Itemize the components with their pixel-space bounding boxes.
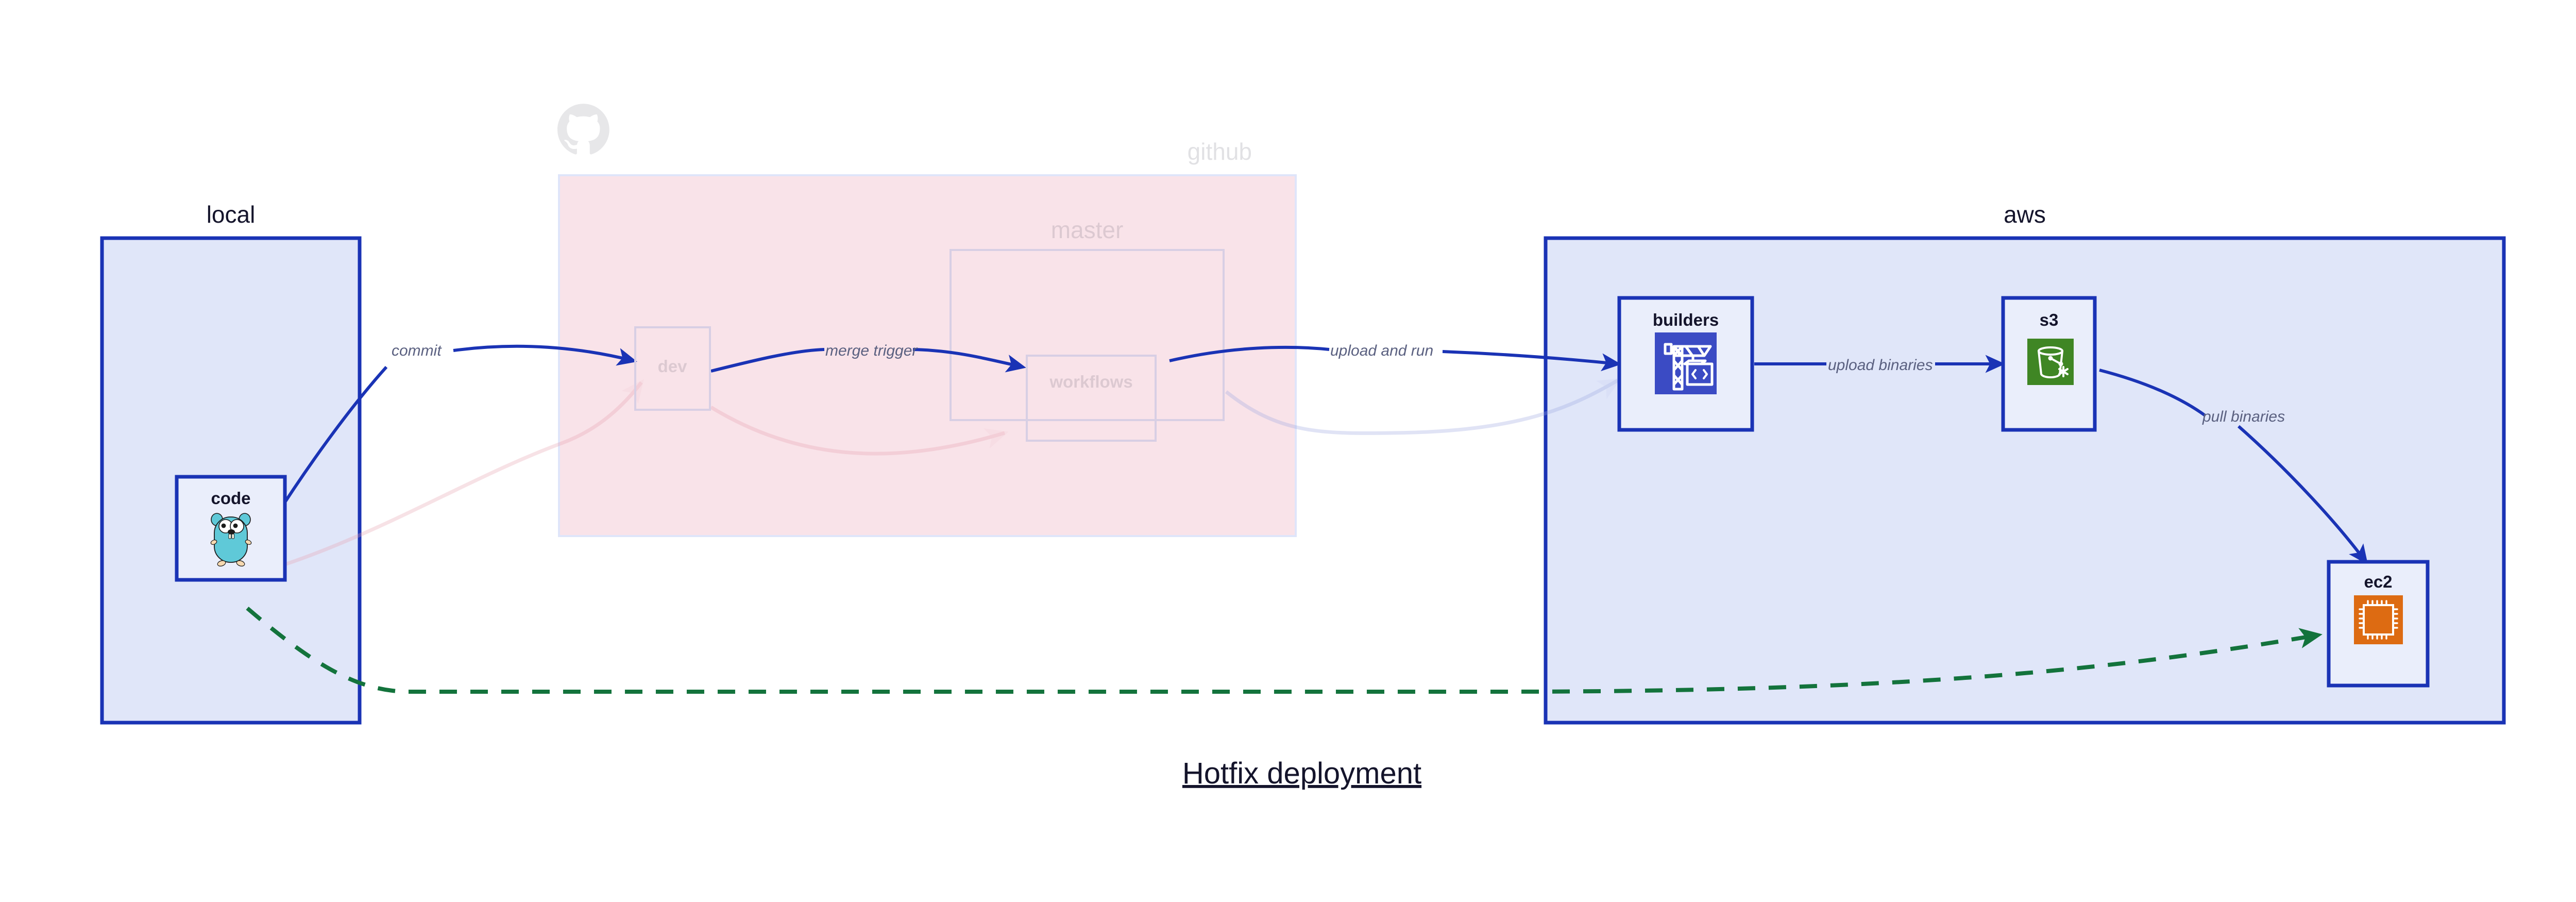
node-builders[interactable]: builders [1617, 296, 1754, 432]
edge-code-dev-path-a [272, 365, 388, 522]
cluster-local-label: local [207, 201, 256, 228]
cluster-github: github [558, 138, 1297, 537]
edge-s3-ec2-path-b [2238, 425, 2368, 565]
cluster-master-label: master [1051, 216, 1124, 243]
cluster-github-box [558, 174, 1297, 537]
edge-workflows-builders-faded [1225, 378, 1622, 435]
edge-dev-workflows-faded [710, 406, 1009, 456]
node-workflows[interactable]: workflows [1026, 355, 1157, 442]
github-octocat-icon [557, 104, 609, 155]
node-s3[interactable]: s3 [2001, 296, 2097, 432]
page-title: Hotfix deployment [1182, 757, 1421, 790]
edge-dev-workflows-path-b [912, 348, 1026, 373]
cluster-aws-label: aws [2004, 201, 2046, 228]
aws-codebuild-crane-icon [1655, 332, 1717, 394]
edge-label-commit: commit [392, 342, 442, 359]
node-dev[interactable]: dev [634, 326, 711, 411]
node-dev-box[interactable] [634, 326, 711, 411]
aws-ec2-cpu-icon [2354, 595, 2403, 644]
node-s3-label: s3 [2040, 310, 2059, 329]
cluster-master-box [950, 249, 1225, 421]
node-ec2[interactable]: ec2 [2327, 560, 2430, 688]
node-code[interactable]: code [175, 475, 287, 582]
node-workflows-label: workflows [1049, 372, 1132, 391]
edge-workflows-builders-path-a [1169, 345, 1330, 362]
edge-label-upload-binaries: upload binaries [1828, 357, 1933, 374]
node-workflows-box[interactable] [1026, 355, 1157, 442]
edge-workflows-builders-path-b [1442, 350, 1621, 372]
edge-code-dev-path-b [453, 344, 637, 366]
edge-s3-ec2-path-a [2099, 369, 2206, 417]
node-ec2-label: ec2 [2364, 572, 2392, 591]
cluster-master: master [950, 216, 1225, 421]
edge-label-upload-and-run: upload and run [1330, 342, 1433, 359]
node-dev-label: dev [658, 357, 688, 376]
edge-dev-workflows-path-a [710, 348, 825, 373]
go-gopher-icon [210, 513, 252, 566]
aws-s3-bucket-icon [2027, 339, 2074, 385]
edge-code-ec2-dashed [246, 606, 2323, 694]
edge-label-pull-binaries: pull binaries [2202, 408, 2285, 425]
node-builders-label: builders [1653, 310, 1719, 329]
cluster-github-label: github [1188, 138, 1252, 165]
node-code-label: code [211, 489, 250, 508]
edge-code-dev-faded [242, 379, 645, 579]
cluster-local: local [100, 201, 362, 725]
edge-label-merge-trigger: merge trigger [825, 342, 918, 359]
